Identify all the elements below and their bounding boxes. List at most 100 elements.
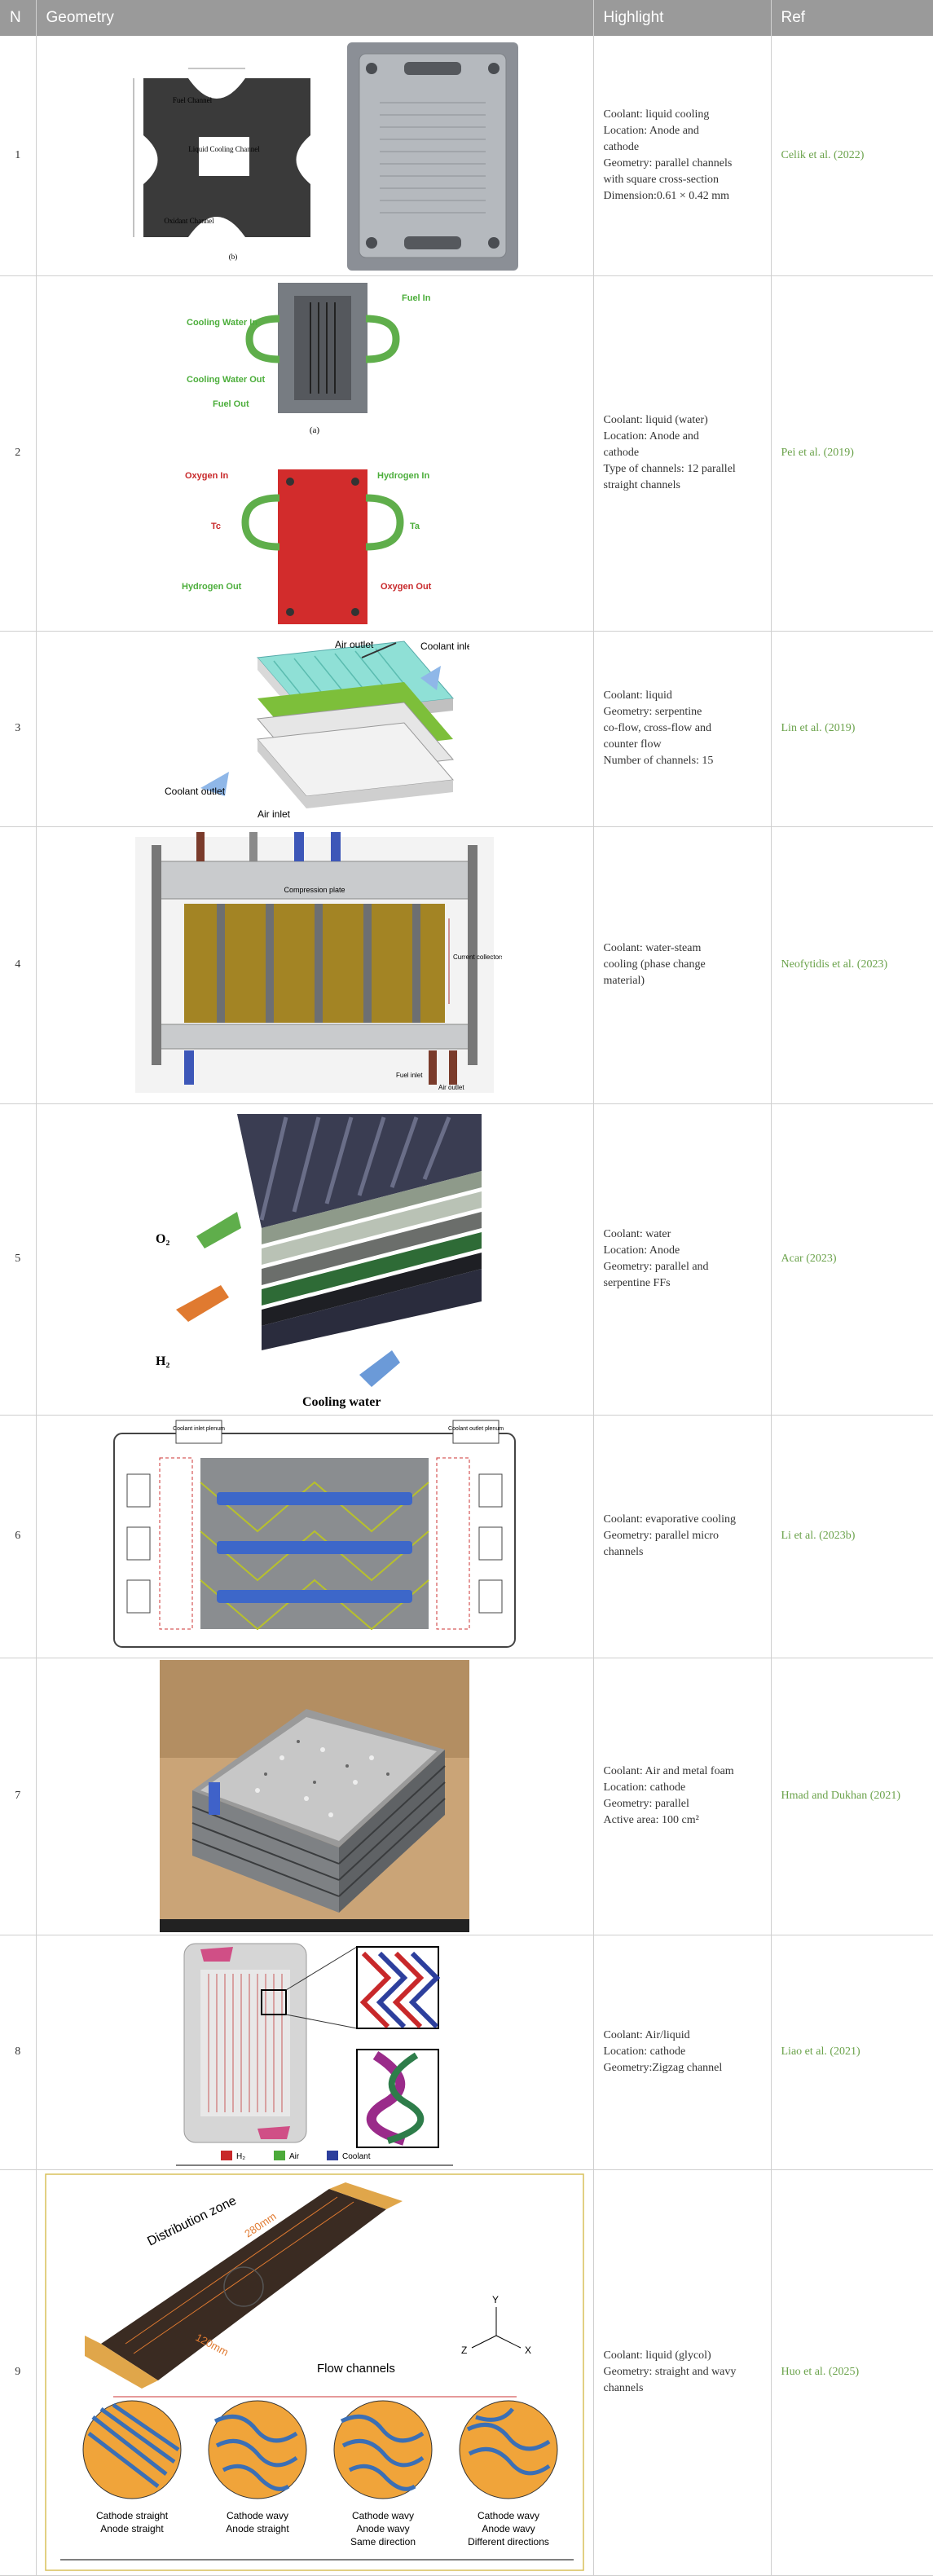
svg-text:Compression plate: Compression plate — [284, 886, 345, 894]
svg-text:Air inlet: Air inlet — [257, 808, 291, 820]
row-number: 6 — [0, 1415, 37, 1658]
row-number: 2 — [0, 275, 37, 632]
svg-text:Cooling Water Out: Cooling Water Out — [187, 375, 265, 385]
geometry-figure: Fuel In Cooling Water In Cooling Water O… — [36, 275, 594, 632]
figure-3: Air outlet Coolant inlet Coolant outlet … — [165, 639, 469, 820]
highlight-cell: Coolant: Air and metal foam Location: ca… — [593, 1658, 772, 1935]
svg-text:Y: Y — [492, 2294, 499, 2305]
row-number: 4 — [0, 826, 37, 1104]
table-row: 3 Air outlet Coolant inlet Coolan — [0, 631, 933, 827]
svg-text:(a): (a) — [310, 425, 320, 435]
svg-text:Ta: Ta — [410, 522, 420, 531]
highlight-cell: Coolant: liquid (water) Location: Anode … — [593, 275, 772, 632]
svg-text:Coolant inlet: Coolant inlet — [420, 641, 469, 652]
highlight-cell: Coolant: Air/liquid Location: cathode Ge… — [593, 1935, 772, 2170]
figure-8: H₂ Air Coolant — [176, 1943, 453, 2166]
row-number: 9 — [0, 2169, 37, 2576]
figure-6: Coolant inlet plenum Coolant outlet plen… — [113, 1420, 516, 1648]
svg-text:Fuel Out: Fuel Out — [213, 399, 249, 409]
figure-caption: (b) — [229, 253, 238, 261]
geometry-figure: Liquid Cooling Channel Fuel Channel Oxid… — [36, 36, 594, 276]
svg-text:Fuel In: Fuel In — [402, 293, 431, 303]
geometry-figure: Distribution zone 280mm 120mm Flow chann… — [36, 2169, 594, 2576]
svg-text:Anode wavy: Anode wavy — [356, 2523, 409, 2534]
svg-text:Fuel inlet: Fuel inlet — [396, 1072, 423, 1079]
table-row: 5 O₂ H₂ Cooling water — [0, 1103, 933, 1416]
figure-1: Liquid Cooling Channel Fuel Channel Oxid… — [127, 42, 518, 271]
row-number: 7 — [0, 1658, 37, 1935]
svg-text:Coolant outlet: Coolant outlet — [165, 786, 226, 797]
ref-link[interactable]: Li et al. (2023b) — [771, 1415, 933, 1658]
svg-text:Same direction: Same direction — [350, 2536, 416, 2547]
table-row: 7 — [0, 1658, 933, 1935]
figure-2: Fuel In Cooling Water In Cooling Water O… — [182, 283, 432, 624]
figure-9: Distribution zone 280mm 120mm Flow chann… — [45, 2173, 584, 2571]
header-geometry: Geometry — [36, 0, 594, 36]
oxidant-channel-label: Oxidant Channel — [164, 217, 214, 225]
ref-link[interactable]: Acar (2023) — [771, 1103, 933, 1416]
table-row: 8 H₂ — [0, 1935, 933, 2170]
svg-text:Z: Z — [461, 2345, 467, 2356]
geometry-figure: Compression plate Current collectors Fue… — [36, 826, 594, 1104]
svg-text:Oxygen Out: Oxygen Out — [381, 582, 432, 592]
svg-text:Cathode straight: Cathode straight — [96, 2510, 169, 2521]
svg-text:Coolant: Coolant — [342, 2152, 371, 2161]
figure-5: O₂ H₂ Cooling water — [156, 1114, 482, 1409]
table-row: 1 Liquid Cooling Channel Fuel Channel Ox… — [0, 36, 933, 276]
geometry-figure: O₂ H₂ Cooling water — [36, 1103, 594, 1416]
highlight-cell: Coolant: water Location: Anode Geometry:… — [593, 1103, 772, 1416]
table-row: 6 — [0, 1415, 933, 1658]
svg-text:Cooling water: Cooling water — [302, 1395, 381, 1409]
svg-text:Air outlet: Air outlet — [335, 639, 374, 650]
header-n: N — [0, 0, 37, 36]
highlight-cell: Coolant: liquid (glycol) Geometry: strai… — [593, 2169, 772, 2576]
liquid-channel-label: Liquid Cooling Channel — [188, 145, 260, 153]
highlight-cell: Coolant: liquid cooling Location: Anode … — [593, 36, 772, 276]
svg-text:Current collectors: Current collectors — [453, 953, 502, 961]
svg-text:Cathode wavy: Cathode wavy — [478, 2510, 539, 2521]
header-row: N Geometry Highlight Ref — [0, 0, 933, 36]
ref-link[interactable]: Liao et al. (2021) — [771, 1935, 933, 2170]
header-highlight: Highlight — [593, 0, 772, 36]
table-row: 4 Compression plate — [0, 826, 933, 1104]
ref-link[interactable]: Hmad and Dukhan (2021) — [771, 1658, 933, 1935]
row-number: 3 — [0, 631, 37, 827]
svg-text:Cathode wavy: Cathode wavy — [352, 2510, 414, 2521]
svg-text:Anode straight: Anode straight — [100, 2523, 164, 2534]
svg-text:Coolant inlet plenum: Coolant inlet plenum — [173, 1426, 225, 1432]
svg-text:Air outlet: Air outlet — [438, 1084, 464, 1091]
ref-link[interactable]: Neofytidis et al. (2023) — [771, 826, 933, 1104]
geometry-figure — [36, 1658, 594, 1935]
ref-link[interactable]: Celik et al. (2022) — [771, 36, 933, 276]
row-number: 8 — [0, 1935, 37, 2170]
svg-text:Anode wavy: Anode wavy — [482, 2523, 535, 2534]
geometry-figure: Coolant inlet plenum Coolant outlet plen… — [36, 1415, 594, 1658]
fuel-channel-label: Fuel Channel — [173, 96, 213, 104]
svg-text:Coolant outlet plenum: Coolant outlet plenum — [448, 1426, 504, 1432]
svg-text:Anode straight: Anode straight — [226, 2523, 289, 2534]
svg-text:Oxygen In: Oxygen In — [185, 471, 228, 481]
figure-7 — [160, 1660, 469, 1932]
ref-link[interactable]: Huo et al. (2025) — [771, 2169, 933, 2576]
figure-4: Compression plate Current collectors Fue… — [135, 832, 502, 1093]
highlight-cell: Coolant: liquid Geometry: serpentine co-… — [593, 631, 772, 827]
svg-text:Air: Air — [289, 2152, 300, 2161]
geometry-figure: Air outlet Coolant inlet Coolant outlet … — [36, 631, 594, 827]
svg-text:Cathode wavy: Cathode wavy — [227, 2510, 288, 2521]
highlight-cell: Coolant: evaporative cooling Geometry: p… — [593, 1415, 772, 1658]
row-number: 5 — [0, 1103, 37, 1416]
header-ref: Ref — [771, 0, 933, 36]
svg-text:Tc: Tc — [211, 522, 221, 531]
svg-text:Hydrogen Out: Hydrogen Out — [182, 582, 242, 592]
geometry-figure: H₂ Air Coolant — [36, 1935, 594, 2170]
svg-text:X: X — [525, 2345, 531, 2356]
svg-text:Cooling Water In: Cooling Water In — [187, 318, 257, 328]
row-number: 1 — [0, 36, 37, 276]
svg-text:H₂: H₂ — [156, 1354, 169, 1368]
svg-text:Flow channels: Flow channels — [317, 2362, 395, 2376]
ref-link[interactable]: Lin et al. (2019) — [771, 631, 933, 827]
ref-link[interactable]: Pei et al. (2019) — [771, 275, 933, 632]
table-row: 9 Distribution zone 280mm 120mm Flow cha… — [0, 2169, 933, 2576]
svg-text:O₂: O₂ — [156, 1232, 169, 1246]
